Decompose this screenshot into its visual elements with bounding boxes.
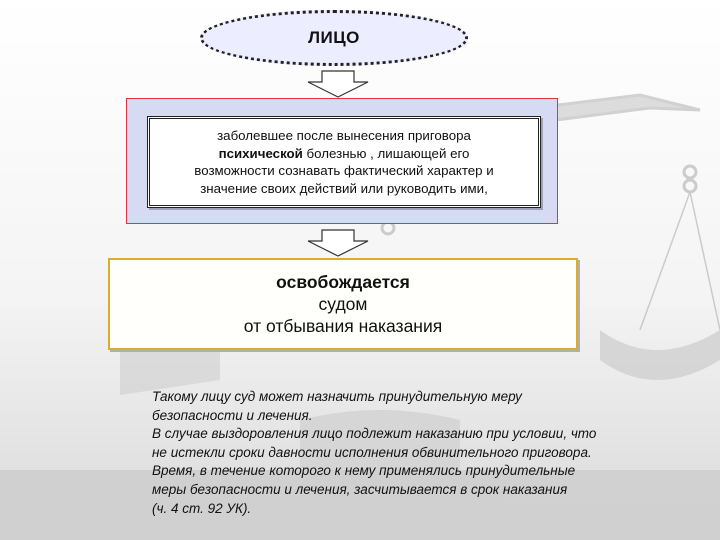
note-line: Такому лицу суд может назначить принудит… [152, 389, 522, 404]
note-text: Такому лицу суд может назначить принудит… [152, 388, 707, 518]
down-arrow-icon [307, 70, 369, 98]
note-line: Время, в течение которого к нему применя… [152, 463, 576, 479]
result-line-1: освобождается [276, 272, 410, 292]
note-line: безопасности и лечения. [152, 407, 313, 423]
condition-text: заболевшее после вынесения приговора пси… [194, 127, 493, 197]
condition-line-3: возможности сознавать фактический характ… [194, 163, 494, 178]
down-arrow-icon [307, 229, 369, 257]
result-line-3: от отбывания наказания [243, 316, 443, 336]
condition-line-2: психической болезнью , лишающей его [194, 145, 493, 163]
subject-oval: ЛИЦО [200, 10, 468, 66]
note-line: меры безопасности и лечения, засчитывает… [152, 481, 568, 497]
condition-box: заболевшее после вынесения приговора пси… [147, 116, 541, 208]
subject-label: ЛИЦО [308, 28, 360, 47]
result-line-2: судом [318, 294, 368, 314]
result-box: освобождается судом от отбывания наказан… [108, 258, 578, 350]
condition-line-4: значение своих действий или руководить и… [200, 180, 488, 196]
condition-line-2-bold: психической [218, 145, 303, 161]
note-line: В случае выздоровления лицо подлежит нак… [152, 426, 597, 442]
note-line: (ч. 4 ст. 92 УК). [152, 500, 252, 516]
condition-line-2-rest: болезнью , лишающей его [302, 145, 470, 161]
condition-line-1: заболевшее после вынесения приговора [217, 128, 471, 143]
note-line: не истекли сроки давности исполнения обв… [152, 444, 592, 460]
